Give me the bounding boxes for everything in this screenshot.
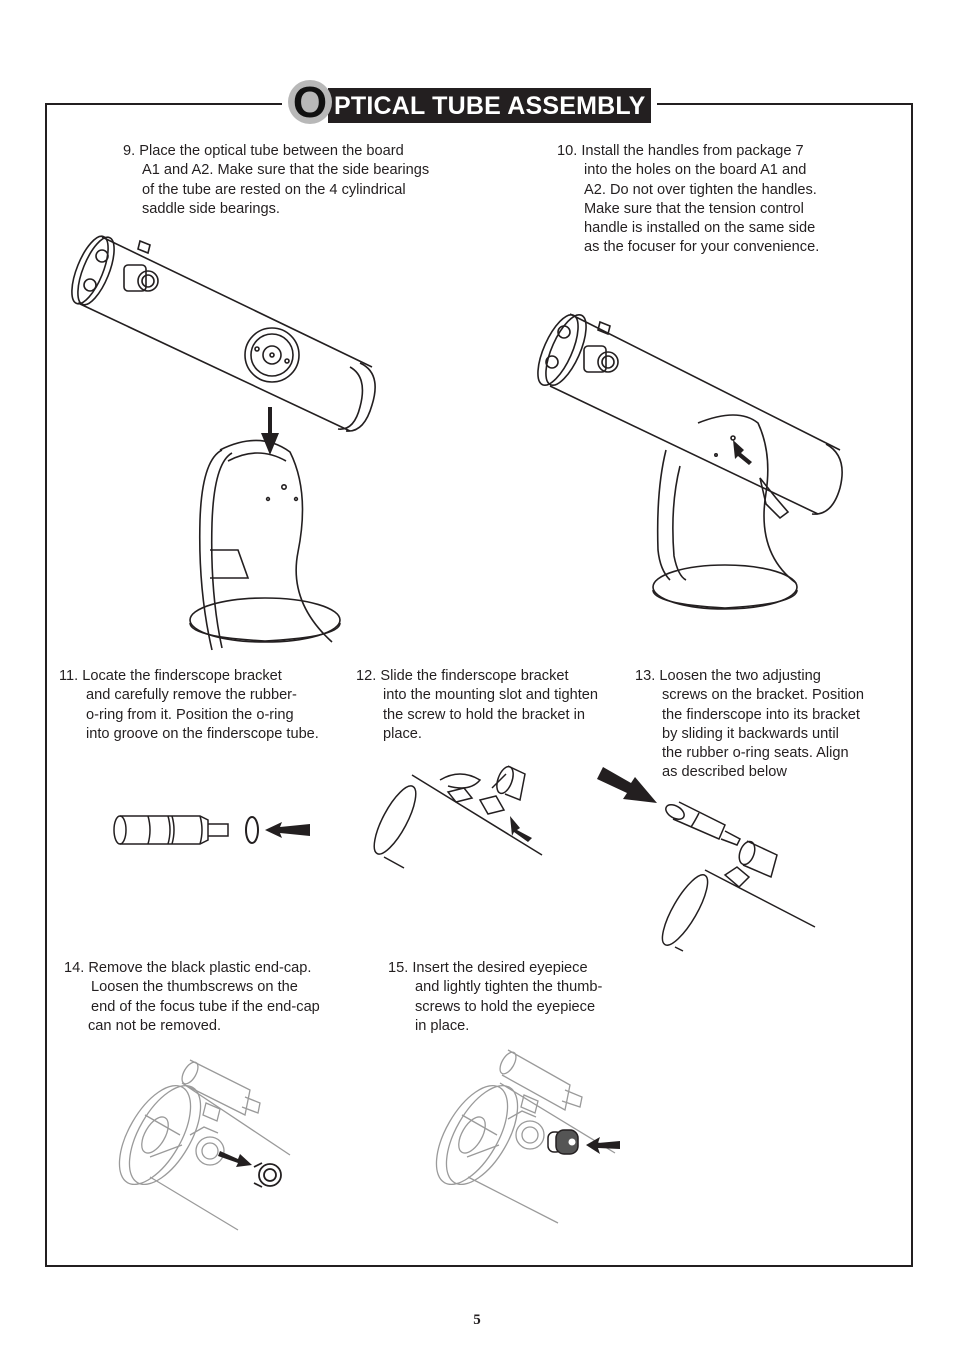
step-14-text: 14. Remove the black plastic end-cap. Lo… — [64, 960, 320, 1034]
step-number: 12. — [356, 668, 377, 684]
step-15-text: 15. Insert the desired eyepiece and ligh… — [388, 960, 603, 1034]
page-number: 5 — [473, 1312, 481, 1328]
step-9-text: 9. Place the optical tube between the bo… — [123, 143, 430, 217]
step-12-illustration — [373, 765, 543, 869]
step-11-illustration — [113, 815, 310, 845]
step-15-illustration — [435, 1049, 620, 1224]
step-number: 13. — [635, 668, 656, 684]
step-10-illustration — [537, 313, 843, 610]
step-number: 9. — [123, 143, 136, 159]
step-9-illustration — [71, 235, 376, 651]
step-number: 15. — [388, 960, 409, 976]
step-number: 14. — [64, 960, 85, 976]
title-initial-badge: O — [288, 80, 332, 124]
step-number: 11. — [59, 668, 79, 684]
step-12-text: 12. Slide the finderscope bracket into t… — [356, 668, 599, 742]
step-13-text: 13. Loosen the two adjusting screws on t… — [635, 668, 864, 781]
step-11-text: 11. Locate the finderscope bracket and c… — [59, 668, 319, 742]
step-10-text: 10. Install the handles from package 7 i… — [557, 143, 820, 256]
step-13-illustration — [597, 767, 816, 952]
title-initial: O — [292, 77, 328, 127]
step-14-illustration — [118, 1059, 291, 1231]
section-title: O PTICAL TUBE ASSEMBLY — [282, 80, 658, 124]
title-text: PTICAL TUBE ASSEMBLY — [328, 87, 652, 123]
step-number: 10. — [557, 143, 578, 159]
